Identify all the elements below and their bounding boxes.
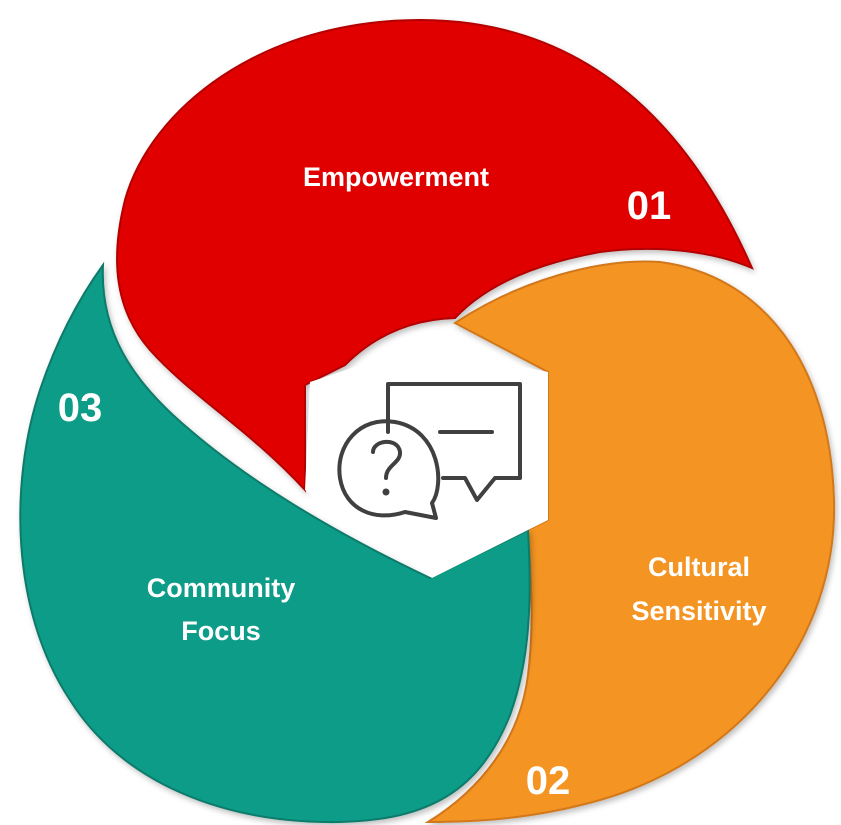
segment-03-number: 03 (58, 386, 103, 430)
center-hexagon (305, 345, 548, 578)
segment-01-label: Empowerment (303, 162, 489, 192)
chat-bubble-back (386, 382, 522, 502)
segment-01-shape (116, 18, 754, 493)
segment-01 (116, 18, 754, 493)
segment-02-label-line-1: Cultural (648, 552, 750, 582)
segment-02-shape (424, 260, 836, 824)
center-hub (305, 345, 548, 578)
segment-02 (424, 260, 836, 824)
question-mark-dot (382, 488, 390, 496)
segment-03-shape (19, 261, 531, 824)
segment-02-number: 02 (526, 759, 571, 803)
segment-03 (19, 261, 531, 824)
question-mark (371, 439, 402, 480)
question-chat-bubbles-icon (337, 382, 522, 520)
segment-02-label-line-2: Sensitivity (631, 596, 766, 626)
segment-03-label-line-1: Community (147, 573, 296, 603)
segment-03-label-line-2: Focus (181, 616, 261, 646)
question-bubble (337, 419, 441, 520)
segment-01-number: 01 (627, 184, 672, 228)
